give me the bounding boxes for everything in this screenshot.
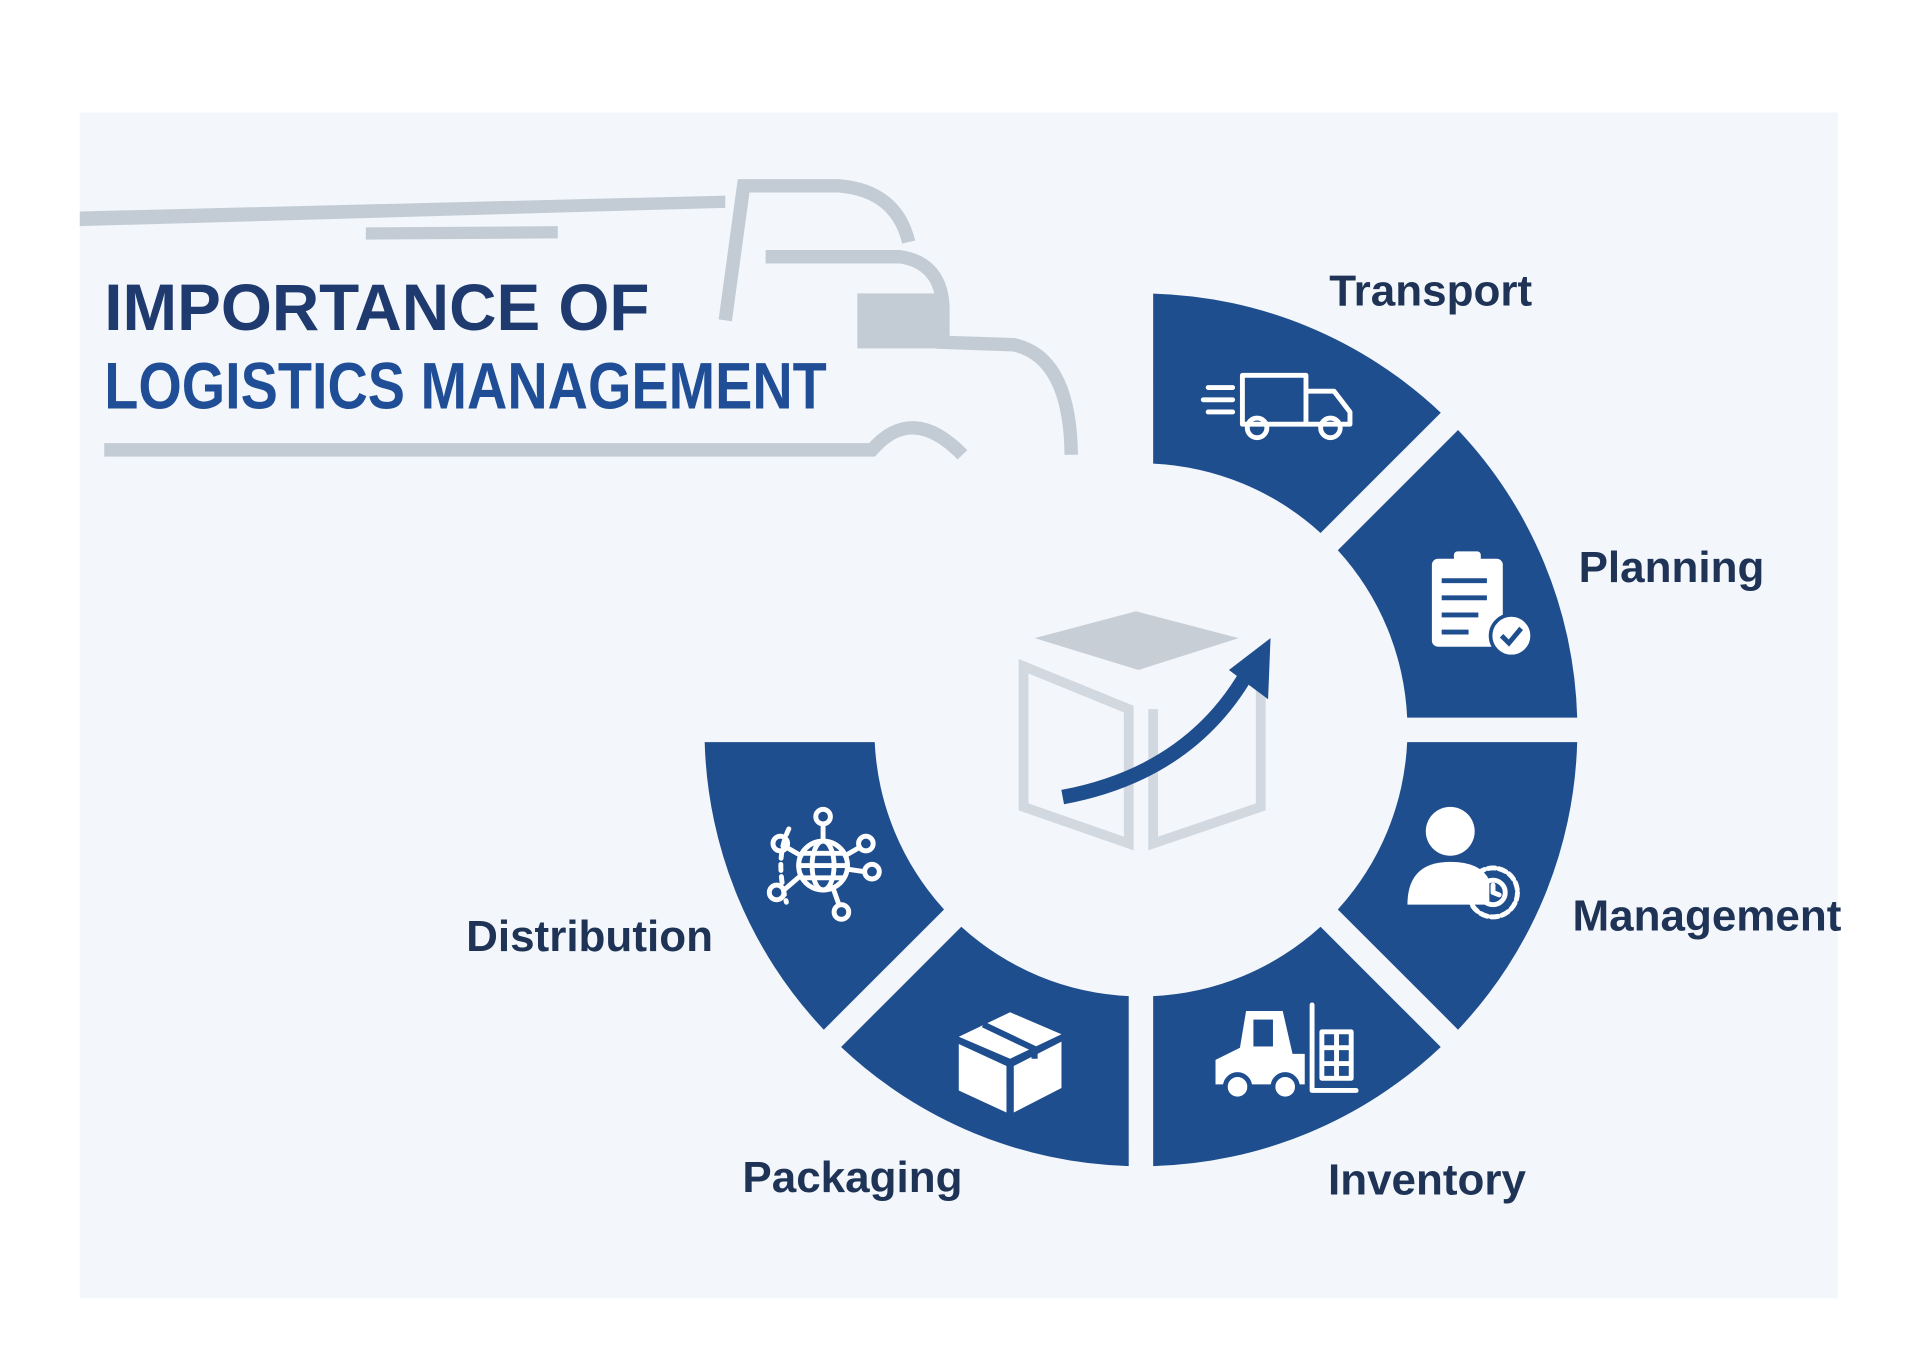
- segment-label-planning: Planning: [1579, 543, 1765, 592]
- segment-transport: [1153, 293, 1441, 533]
- clipboard-check-icon: [1431, 551, 1534, 659]
- forklift-icon: [1215, 1002, 1359, 1102]
- globe-network-icon: [766, 806, 882, 922]
- segment-label-transport: Transport: [1329, 267, 1532, 316]
- truck-outline-graphic: [79, 179, 1078, 460]
- segment-label-management: Management: [1572, 891, 1841, 940]
- segment-label-packaging: Packaging: [742, 1153, 962, 1202]
- package-box-icon: [958, 1012, 1062, 1113]
- delivery-truck-icon: [1200, 372, 1353, 441]
- title-line-1: IMPORTANCE OF: [104, 270, 649, 344]
- person-gear-icon: [1407, 806, 1520, 920]
- segment-inventory: [1153, 926, 1441, 1167]
- segment-label-distribution: Distribution: [466, 912, 713, 961]
- segment-label-inventory: Inventory: [1328, 1155, 1527, 1204]
- segment-distribution: [704, 742, 945, 1030]
- box-growth-icon: [1018, 611, 1271, 851]
- title-line-2: LOGISTICS MANAGEMENT: [104, 348, 827, 422]
